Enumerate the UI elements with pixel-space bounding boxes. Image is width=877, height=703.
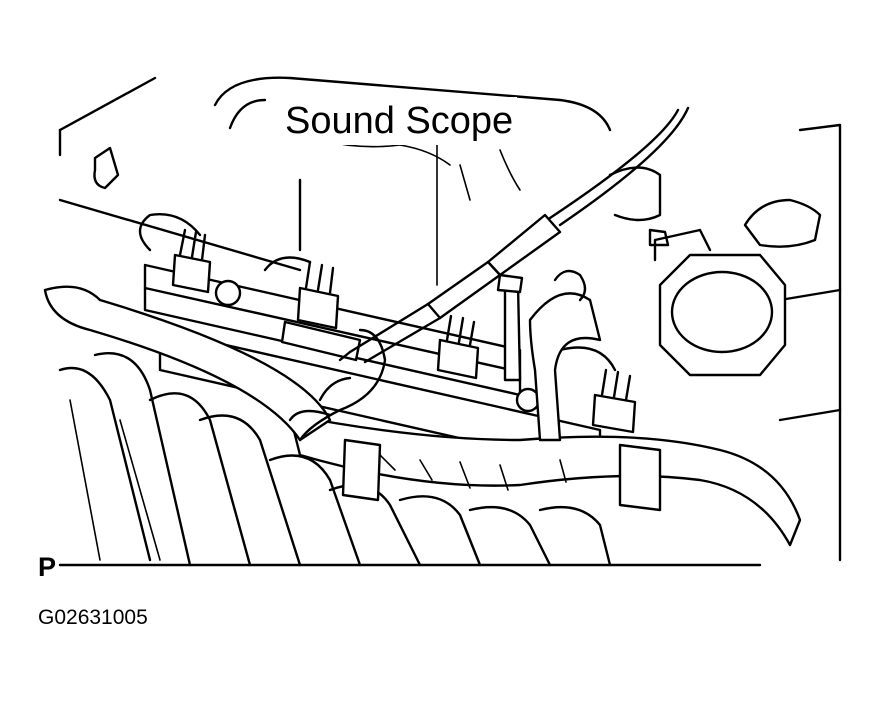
callout-label-sound-scope: Sound Scope	[281, 97, 518, 145]
dipstick	[496, 273, 541, 413]
clamp-upper-right	[608, 166, 822, 248]
wiring-harness	[43, 285, 802, 547]
hand-holding-probe	[288, 328, 387, 442]
sound-scope-probe	[338, 106, 690, 364]
view-marker: P	[38, 552, 57, 582]
engine-cover-outline	[58, 76, 842, 562]
coolant-hose	[528, 269, 602, 442]
injector-2	[263, 256, 362, 362]
bracket-upper-left	[93, 146, 120, 190]
oil-filler-cap	[653, 228, 787, 377]
injector-1	[138, 213, 242, 307]
intake-manifold	[58, 352, 762, 567]
injector-3	[436, 314, 480, 380]
injector-4	[558, 346, 637, 434]
figure-code: G02631005	[38, 606, 148, 629]
